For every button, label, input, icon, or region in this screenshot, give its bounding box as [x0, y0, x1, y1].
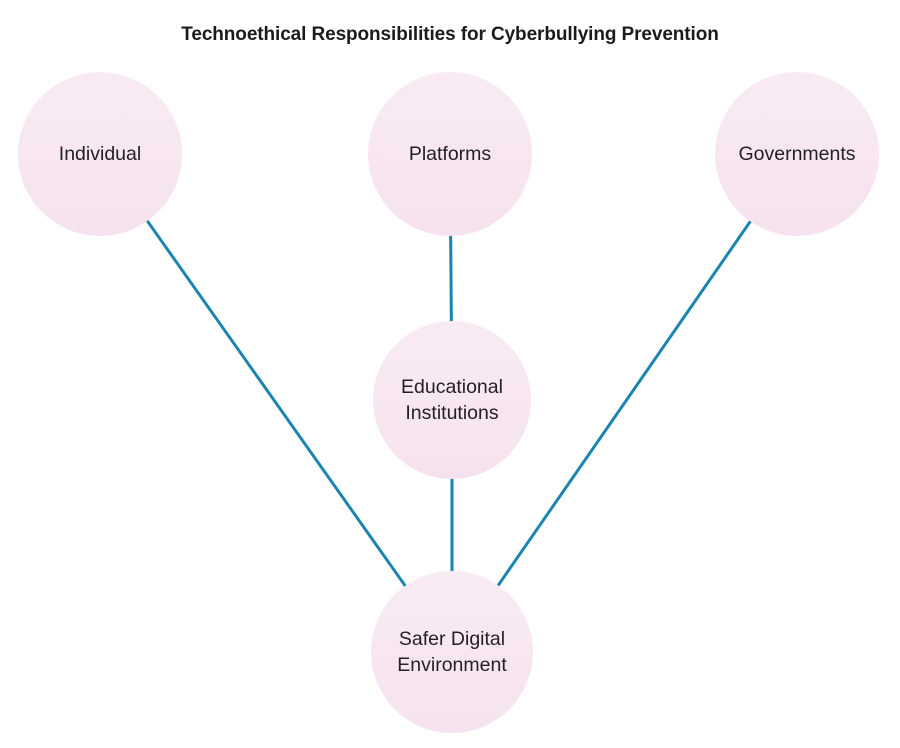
- node-label: Individual: [58, 142, 142, 165]
- node-individual: Individual: [18, 72, 182, 236]
- node-label: Governments: [738, 142, 856, 165]
- node-educational-institutions: Educational Institutions: [373, 321, 531, 479]
- node-governments: Governments: [715, 72, 879, 236]
- diagram-title: Technoethical Responsibilities for Cyber…: [181, 24, 719, 45]
- node-label: Platforms: [408, 142, 492, 165]
- edge-line: [98, 153, 454, 653]
- node-platforms: Platforms: [368, 72, 532, 236]
- node-label: Safer Digital Environment: [397, 627, 507, 676]
- node-label: Educational Institutions: [401, 375, 503, 424]
- node-safer-digital-environment: Safer Digital Environment: [371, 571, 533, 733]
- edge-line: [450, 153, 799, 653]
